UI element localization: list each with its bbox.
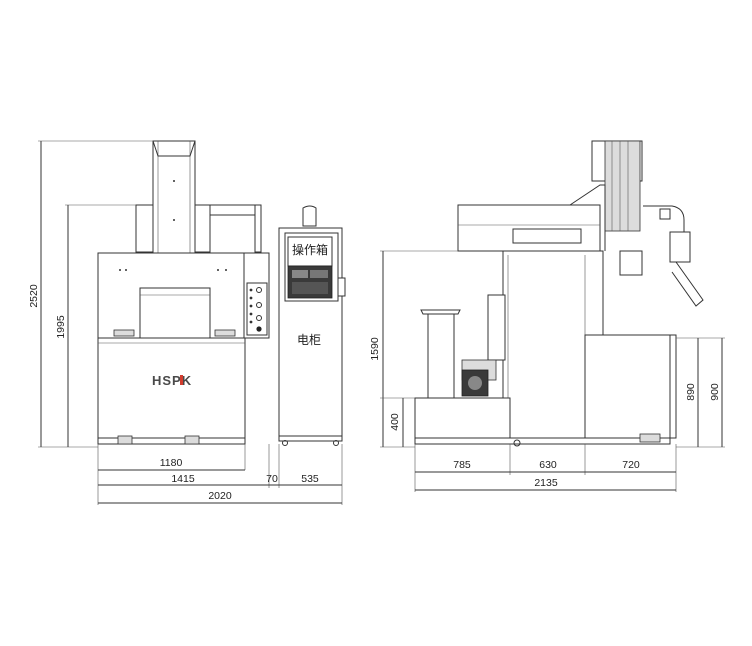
work-tank xyxy=(97,337,246,439)
dim-span-630: 630 xyxy=(539,459,557,471)
machine-base xyxy=(414,397,511,439)
dim-total-width: 2020 xyxy=(208,490,232,502)
dim-table-height-900: 900 xyxy=(709,383,721,401)
dim-base-width: 1180 xyxy=(160,457,183,469)
operation-box-label: 操作箱 xyxy=(292,242,328,257)
ram-arm xyxy=(457,204,601,252)
work-window xyxy=(139,287,211,339)
cabinet-label: 电柜 xyxy=(297,333,321,347)
brand-logo: HSPK xyxy=(152,373,192,388)
column-right-plate xyxy=(194,204,211,253)
dim-column-height: 1590 xyxy=(369,337,381,361)
tool-stand-top xyxy=(420,309,461,315)
dim-total-depth: 2135 xyxy=(534,477,558,489)
front-view: HSPK 操作箱 电柜 2520 1995 1180 1 xyxy=(28,140,346,505)
column-left-plate xyxy=(135,204,154,253)
dim-base-height: 400 xyxy=(389,413,401,431)
dim-overall-height: 2520 xyxy=(28,284,40,308)
dim-table-height-890: 890 xyxy=(685,383,697,401)
dim-cabinet-width: 535 xyxy=(301,473,319,485)
dim-machine-height: 1995 xyxy=(55,315,67,339)
dim-span-785: 785 xyxy=(453,459,471,471)
dim-gap-width: 70 xyxy=(266,473,278,485)
dim-span-720: 720 xyxy=(622,459,640,471)
spindle-column xyxy=(152,140,196,266)
side-view: 1590 400 890 900 785 630 720 2135 xyxy=(369,140,725,492)
dim-machine-width: 1415 xyxy=(171,473,195,485)
work-table-tank xyxy=(584,334,671,439)
